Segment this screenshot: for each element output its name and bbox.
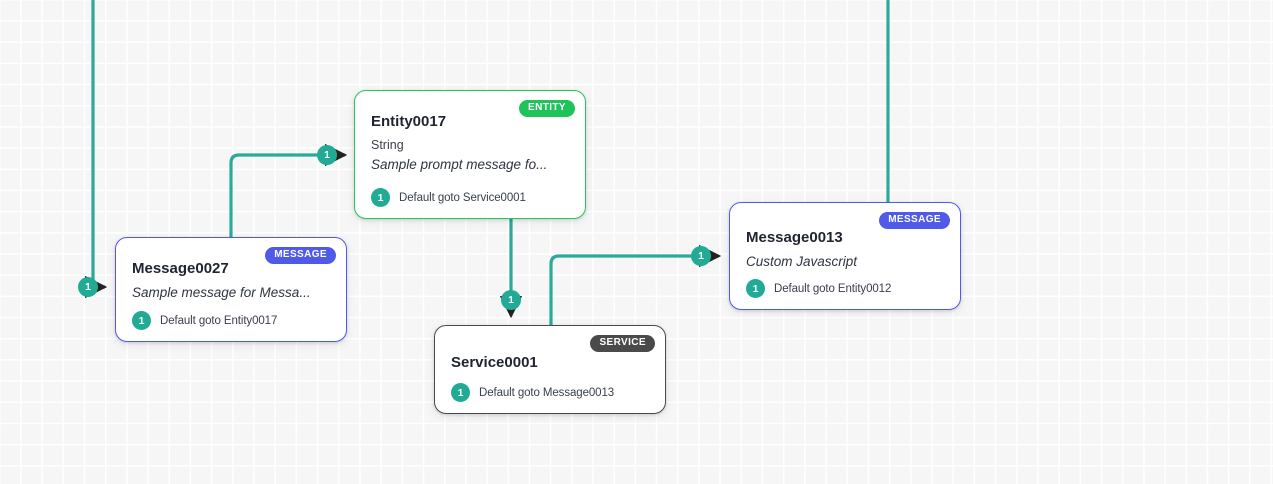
port-badge: 1 bbox=[132, 311, 151, 330]
node-title: Message0013 bbox=[746, 229, 843, 246]
port-badge: 1 bbox=[371, 188, 390, 207]
node-body: Service0001 bbox=[435, 326, 665, 373]
node-entity0017[interactable]: ENTITY Entity0017 String Sample prompt m… bbox=[354, 90, 586, 219]
node-type-badge-message: MESSAGE bbox=[879, 212, 950, 229]
node-title: Message0027 bbox=[132, 260, 229, 277]
node-footer[interactable]: 1 Default goto Entity0012 bbox=[730, 279, 960, 298]
node-footer[interactable]: 1 Default goto Service0001 bbox=[355, 188, 585, 207]
port-badge: 1 bbox=[746, 279, 765, 298]
node-body: Message0013 Custom Javascript bbox=[730, 203, 960, 271]
port-label: Default goto Entity0017 bbox=[160, 314, 278, 327]
node-type-badge-entity: ENTITY bbox=[519, 100, 575, 117]
port-label: Default goto Entity0012 bbox=[774, 282, 892, 295]
node-subtitle: Sample prompt message fo... bbox=[371, 156, 548, 172]
edge-label-entity0017-service0001[interactable]: 1 bbox=[501, 290, 521, 310]
port-label: Default goto Message0013 bbox=[479, 386, 615, 399]
port-badge: 1 bbox=[451, 383, 470, 402]
node-body: Entity0017 String Sample prompt message … bbox=[355, 91, 585, 174]
node-message0013[interactable]: MESSAGE Message0013 Custom Javascript 1 … bbox=[729, 202, 961, 310]
edge-label-into-message0027[interactable]: 1 bbox=[78, 277, 98, 297]
node-body: Message0027 Sample message for Messa... bbox=[116, 238, 346, 302]
node-footer[interactable]: 1 Default goto Entity0017 bbox=[116, 311, 346, 330]
edge-label-service0001-message0013[interactable]: 1 bbox=[691, 246, 711, 266]
edge-service0001-message0013-path bbox=[549, 244, 722, 325]
node-subtitle: Sample message for Messa... bbox=[132, 284, 311, 300]
node-subtitle: Custom Javascript bbox=[746, 253, 858, 269]
edge-label-message0027-entity0017[interactable]: 1 bbox=[317, 145, 337, 165]
node-datatype: String bbox=[371, 137, 404, 152]
edge-into-message0027-path bbox=[84, 0, 108, 299]
node-title: Entity0017 bbox=[371, 113, 447, 130]
node-footer[interactable]: 1 Default goto Message0013 bbox=[435, 383, 665, 402]
node-title: Service0001 bbox=[451, 354, 538, 371]
edge-message0027-entity0017-path bbox=[229, 143, 348, 237]
node-type-badge-message: MESSAGE bbox=[265, 247, 336, 264]
node-message0027[interactable]: MESSAGE Message0027 Sample message for M… bbox=[115, 237, 347, 342]
node-type-badge-service: SERVICE bbox=[590, 335, 655, 352]
node-service0001[interactable]: SERVICE Service0001 1 Default goto Messa… bbox=[434, 325, 666, 414]
port-label: Default goto Service0001 bbox=[399, 191, 526, 204]
